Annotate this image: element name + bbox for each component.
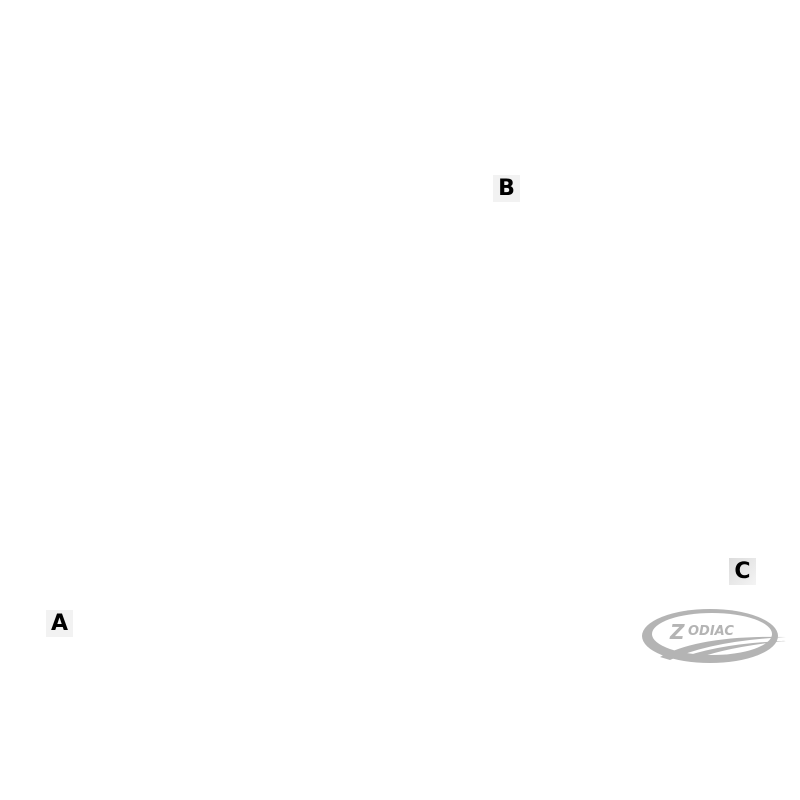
callout-label-b: B [493,175,520,202]
svg-text:™: ™ [782,640,785,644]
callout-label-a: A [46,610,73,637]
svg-text:Z: Z [669,620,685,644]
zodiac-logo: Z ODIAC ™ [642,609,786,663]
svg-text:ODIAC: ODIAC [688,624,734,639]
callout-label-c: C [729,558,756,585]
